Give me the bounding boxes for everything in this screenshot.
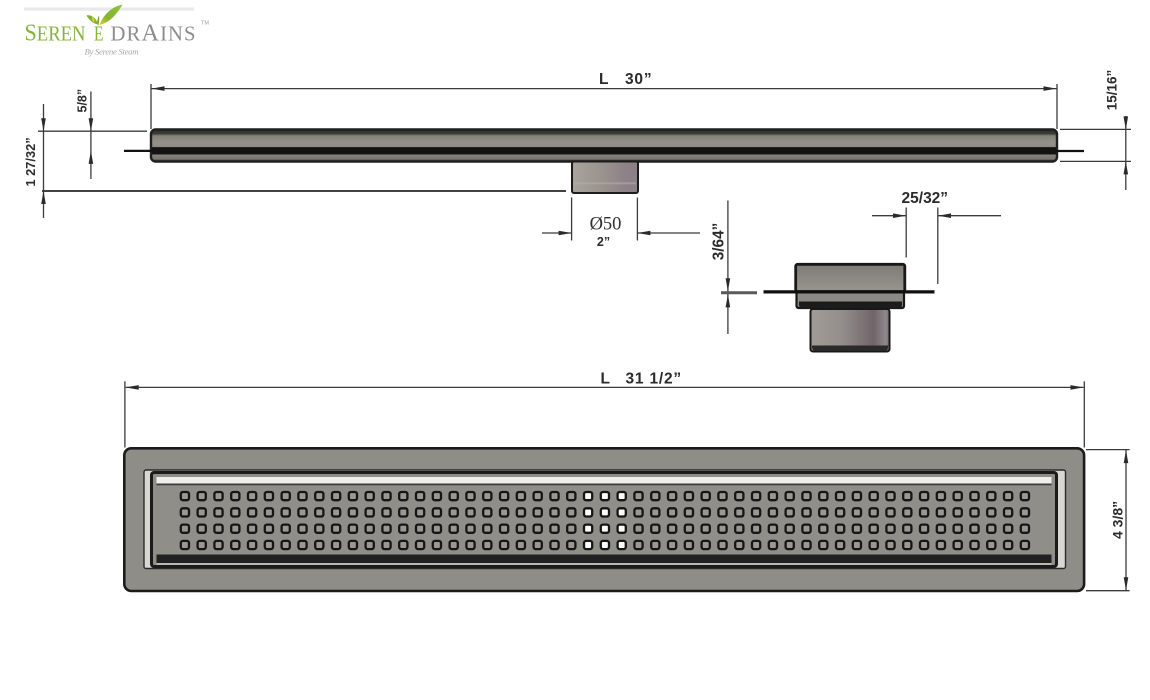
svg-text:L: L [601, 371, 610, 388]
svg-text:E: E [94, 24, 104, 46]
svg-text:TM: TM [201, 21, 209, 27]
svg-text:4 3/8”: 4 3/8” [1110, 501, 1126, 539]
svg-text:By Serene Steam: By Serene Steam [85, 47, 139, 57]
svg-text:DRAINS: DRAINS [111, 20, 196, 47]
svg-text:SEREN: SEREN [25, 20, 86, 47]
svg-text:Ø50: Ø50 [590, 215, 622, 235]
svg-text:2”: 2” [597, 235, 610, 249]
svg-text:15/16”: 15/16” [1105, 70, 1120, 111]
svg-text:1 27/32”: 1 27/32” [23, 137, 38, 186]
svg-text:L: L [599, 71, 608, 88]
svg-text:30”: 30” [625, 71, 652, 88]
svg-text:5/8”: 5/8” [75, 89, 89, 113]
svg-text:3/64”: 3/64” [710, 223, 727, 260]
svg-text:31 1/2”: 31 1/2” [626, 371, 682, 388]
svg-text:25/32”: 25/32” [902, 190, 949, 207]
